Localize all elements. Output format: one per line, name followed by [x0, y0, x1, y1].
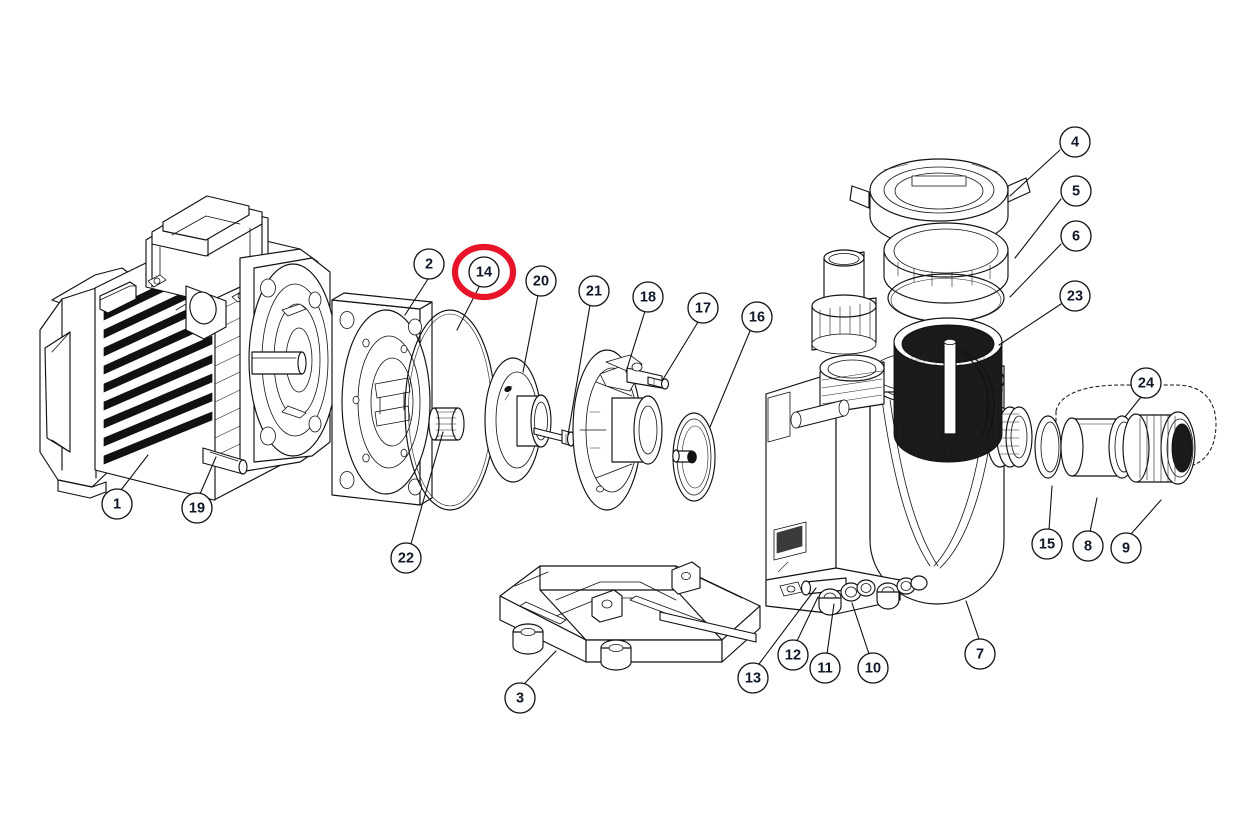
part-mounting-base	[499, 561, 761, 671]
callout-circle-16	[741, 301, 773, 333]
part-diffuser	[572, 349, 663, 511]
callout-label-4: 4	[1071, 135, 1079, 151]
callout-24[interactable]: 24	[1130, 367, 1162, 399]
callout-16[interactable]: 16	[741, 301, 773, 333]
callout-label-20: 20	[533, 274, 549, 290]
callout-circle-12	[777, 639, 809, 671]
part-lid-clamp-collar	[883, 222, 1009, 304]
callout-6[interactable]: 6	[1060, 220, 1092, 252]
callout-circle-2	[413, 248, 445, 280]
callout-circle-6	[1060, 220, 1092, 252]
callout-circle-14	[468, 256, 500, 288]
callout-circle-5	[1060, 175, 1092, 207]
callout-10[interactable]: 10	[857, 652, 889, 684]
callout-15[interactable]: 15	[1031, 528, 1063, 560]
callout-circle-19	[181, 492, 213, 524]
callout-23[interactable]: 23	[1059, 280, 1091, 312]
callout-label-14: 14	[476, 265, 492, 281]
callout-circle-20	[525, 265, 557, 297]
callout-22[interactable]: 22	[390, 542, 422, 574]
part-mechanical-seal	[672, 412, 716, 502]
callout-20[interactable]: 20	[525, 265, 557, 297]
callout-circle-11	[809, 652, 841, 684]
part-diffuser-screw	[647, 376, 670, 390]
part-impeller	[484, 357, 552, 483]
part-union-nut	[1122, 411, 1196, 485]
callout-label-15: 15	[1039, 537, 1055, 553]
callout-7[interactable]: 7	[964, 638, 996, 670]
leader-lines	[120, 149, 1162, 685]
callout-19[interactable]: 19	[181, 492, 213, 524]
callout-12[interactable]: 12	[777, 639, 809, 671]
callout-label-5: 5	[1072, 184, 1080, 200]
callout-label-2: 2	[425, 257, 433, 273]
callout-3[interactable]: 3	[504, 682, 536, 714]
callout-11[interactable]: 11	[809, 652, 841, 684]
callout-circle-9	[1110, 532, 1142, 564]
callout-5[interactable]: 5	[1060, 175, 1092, 207]
callout-label-6: 6	[1072, 229, 1080, 245]
pump-inlet-port	[819, 354, 885, 415]
callout-18[interactable]: 18	[632, 281, 664, 313]
callout-9[interactable]: 9	[1110, 532, 1142, 564]
callout-circle-22	[390, 542, 422, 574]
callout-circle-10	[857, 652, 889, 684]
part-strainer-basket	[893, 317, 1003, 463]
motor-cooling-fins	[103, 259, 299, 465]
callout-2[interactable]: 2	[413, 248, 445, 280]
callout-1[interactable]: 1	[101, 488, 133, 520]
callout-circle-8	[1072, 530, 1104, 562]
part-electric-motor	[39, 195, 338, 501]
callout-14[interactable]: 14	[468, 256, 500, 288]
part-seal-plate	[331, 292, 465, 506]
part-drain-fittings	[800, 575, 928, 616]
callout-label-21: 21	[586, 284, 602, 300]
callout-label-19: 19	[189, 501, 205, 517]
callout-circle-3	[504, 682, 536, 714]
callout-circle-18	[632, 281, 664, 313]
callout-circle-24	[1130, 367, 1162, 399]
callout-label-7: 7	[976, 647, 984, 663]
callout-label-23: 23	[1067, 289, 1083, 305]
callout-4[interactable]: 4	[1059, 126, 1091, 158]
callout-label-22: 22	[398, 551, 414, 567]
callout-label-17: 17	[695, 301, 711, 317]
callout-17[interactable]: 17	[687, 292, 719, 324]
callout-circle-21	[578, 275, 610, 307]
callout-label-3: 3	[516, 691, 524, 707]
callout-21[interactable]: 21	[578, 275, 610, 307]
callout-circle-1	[101, 488, 133, 520]
callout-label-10: 10	[865, 661, 881, 677]
callout-circle-15	[1031, 528, 1063, 560]
callout-label-11: 11	[817, 661, 832, 677]
callout-label-13: 13	[745, 671, 761, 687]
pump-inlet-tailpiece	[811, 249, 877, 355]
callout-circle-13	[737, 662, 769, 694]
callout-label-16: 16	[749, 310, 765, 326]
callout-13[interactable]: 13	[737, 662, 769, 694]
part-motor-shaft-key	[202, 447, 248, 475]
highlight-annotation-ring	[451, 243, 517, 301]
callout-circle-17	[687, 292, 719, 324]
callout-label-24: 24	[1138, 376, 1154, 392]
callout-label-9: 9	[1122, 541, 1130, 557]
callout-label-12: 12	[785, 648, 801, 664]
motor-terminal-box	[145, 195, 269, 303]
callout-label-8: 8	[1084, 539, 1092, 555]
part-union-o-ring	[1034, 415, 1062, 479]
callout-label-1: 1	[113, 497, 121, 513]
callout-circle-4	[1059, 126, 1091, 158]
callout-circle-7	[964, 638, 996, 670]
callout-circle-23	[1059, 280, 1091, 312]
part-union-assembly-kit	[1055, 384, 1217, 469]
callout-8[interactable]: 8	[1072, 530, 1104, 562]
callout-label-18: 18	[640, 290, 656, 306]
part-threaded-plug	[428, 407, 465, 441]
pump-body-label	[773, 521, 807, 573]
